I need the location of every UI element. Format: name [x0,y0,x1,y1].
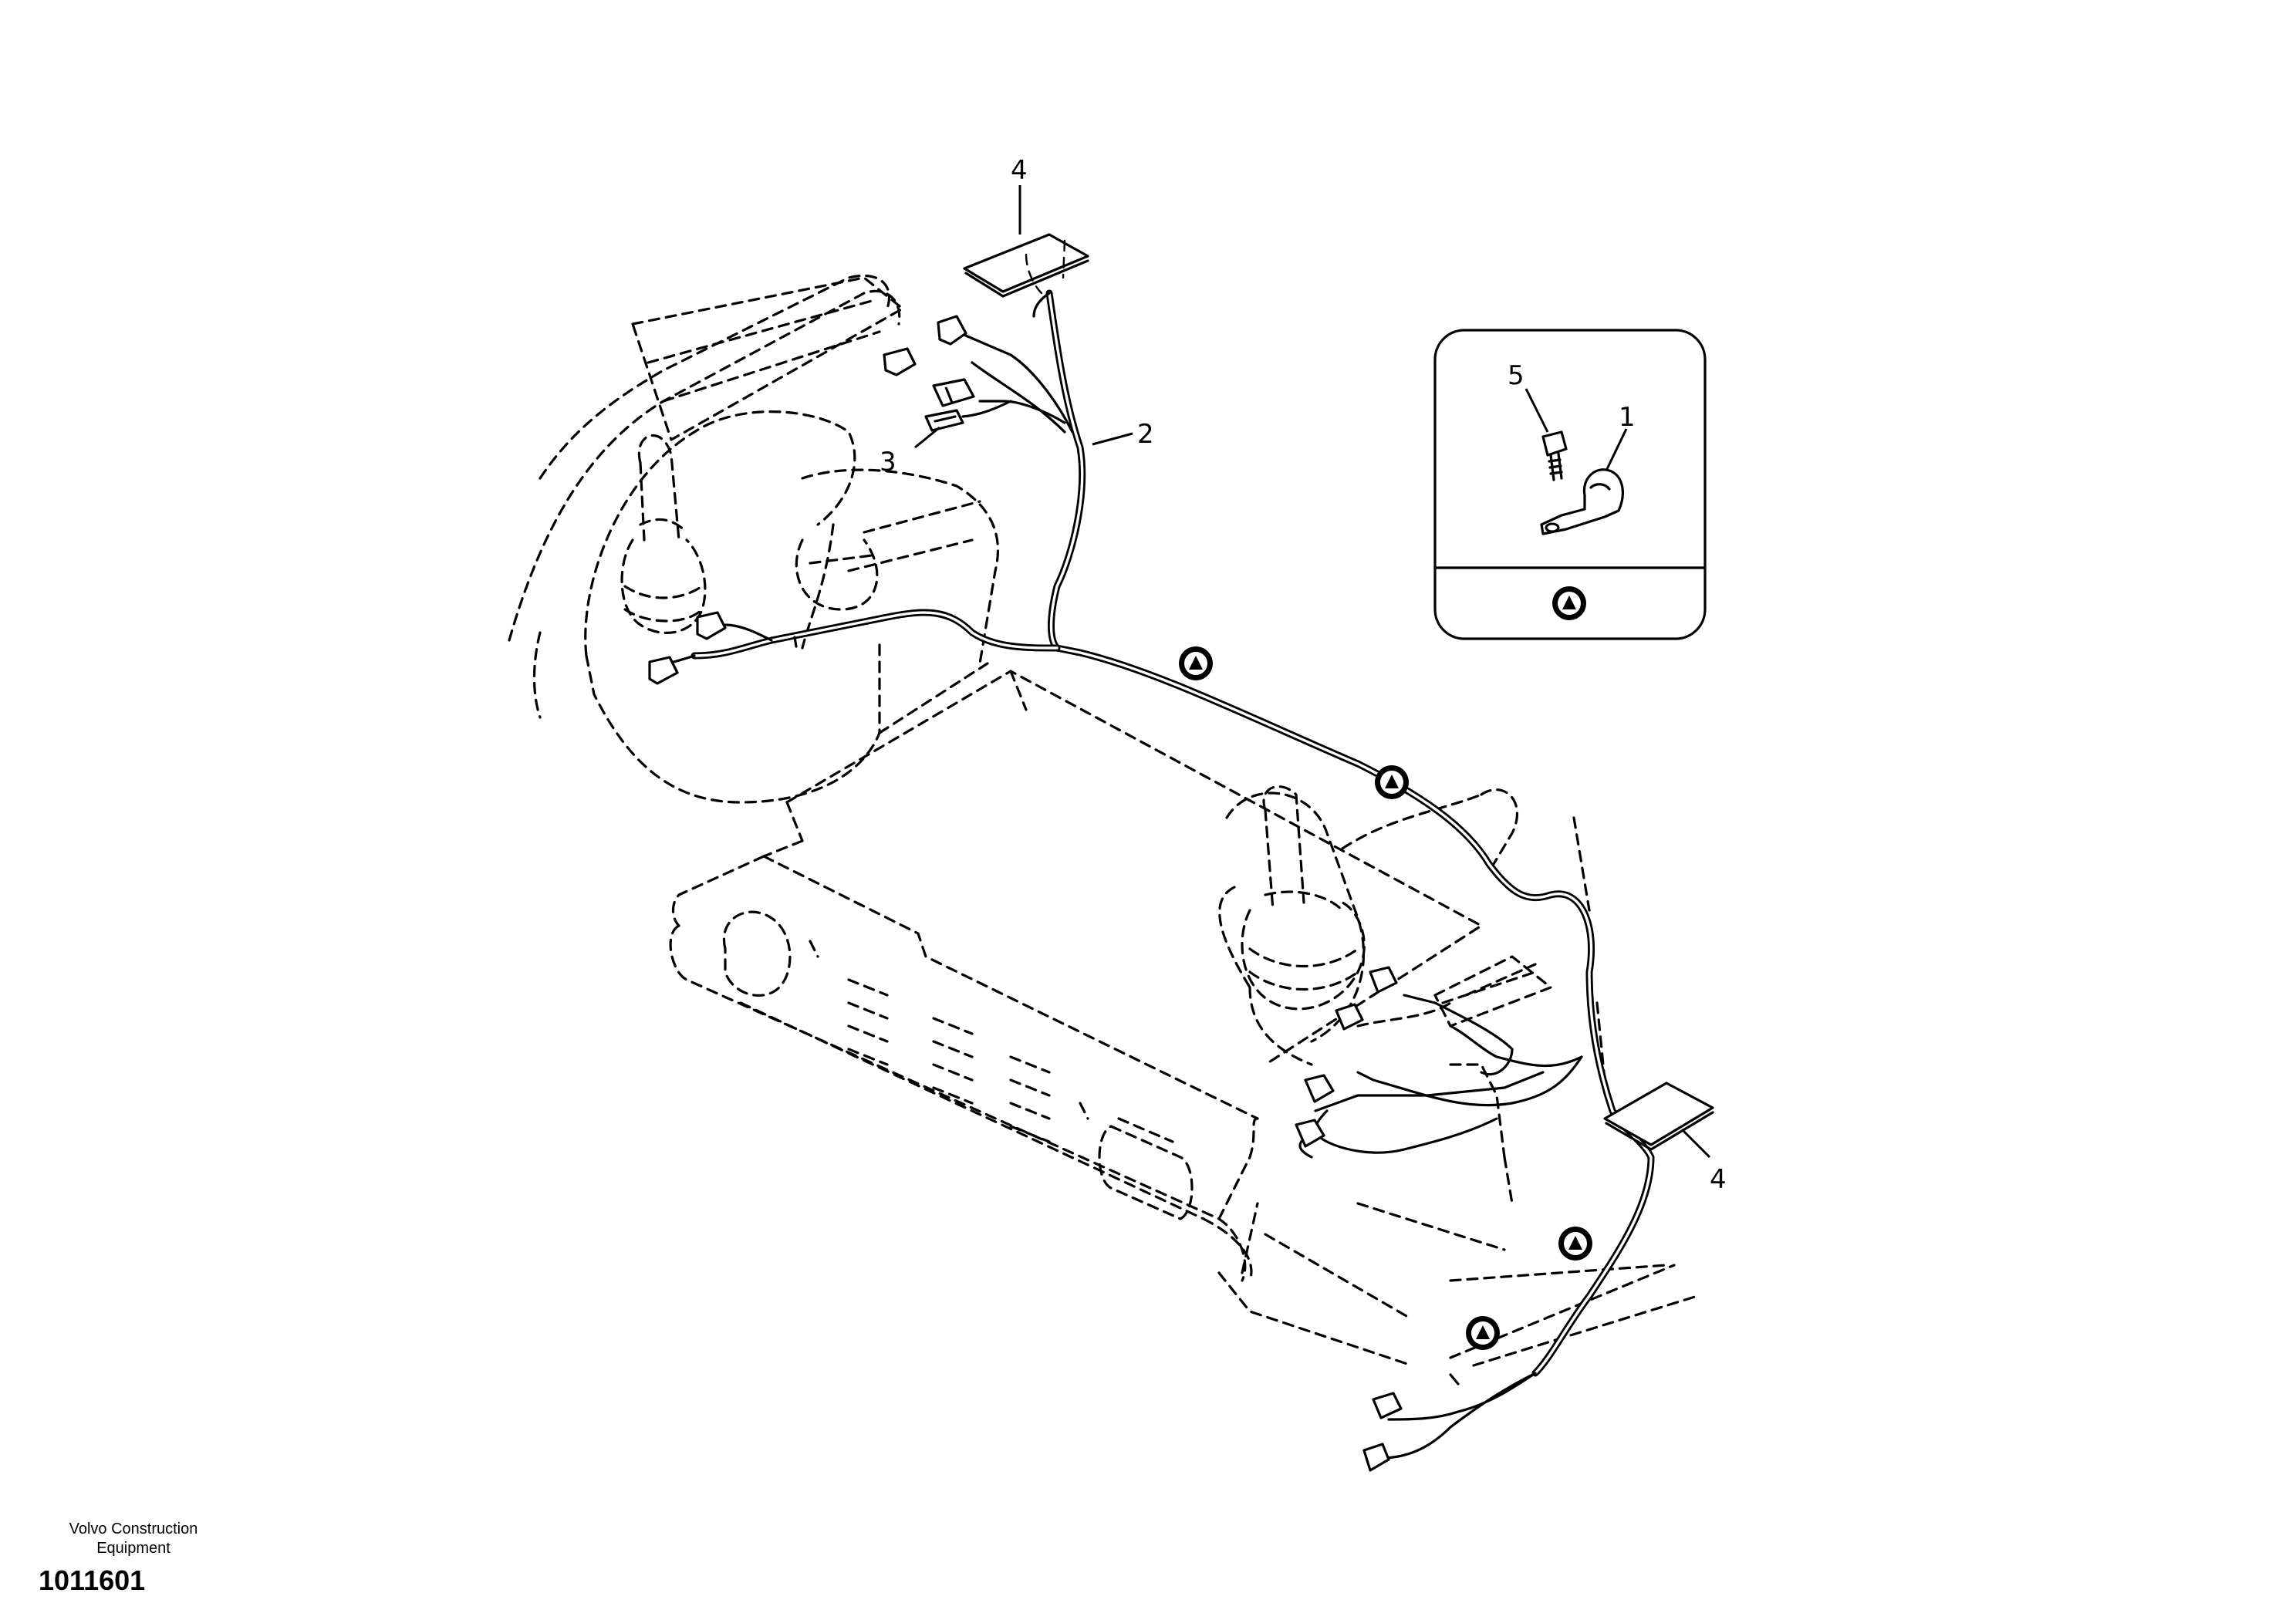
footer-drawing-number: 1011601 [39,1564,146,1596]
item-4-pad-right [1603,1082,1714,1151]
machine-outline [508,274,1699,1367]
marker-triangle-icon-inset [1552,586,1586,620]
bolt-icon [1541,430,1568,481]
callout-4-right: 4 [1710,1164,1727,1195]
item-4-pad-top [963,233,1089,298]
harness-markers [1179,646,1592,1350]
inset-detail-box [1433,329,1707,640]
footer-company-line1: Volvo Construction [69,1520,198,1537]
footer-company-line2: Equipment [96,1540,171,1557]
marker-triangle-icon-3 [1558,1227,1592,1261]
callout-2: 2 [1137,419,1154,450]
callout-1: 1 [1619,402,1636,433]
leader-lines [914,185,1711,1159]
callout-4-top: 4 [1011,155,1028,186]
callout-labels: 4 2 3 5 1 4 [880,155,1727,1195]
main-harness [654,289,1655,1460]
connectors [648,315,1403,1472]
marker-triangle-icon-2 [1375,765,1409,799]
footer-company-name: Volvo Construction Equipment [37,1520,230,1558]
marker-triangle-icon-1 [1179,646,1213,680]
callout-5: 5 [1508,360,1524,391]
clamp-icon [1540,468,1624,535]
callout-3: 3 [880,447,896,478]
item-3-connector [924,400,1012,432]
marker-triangle-icon-4 [1466,1316,1500,1350]
